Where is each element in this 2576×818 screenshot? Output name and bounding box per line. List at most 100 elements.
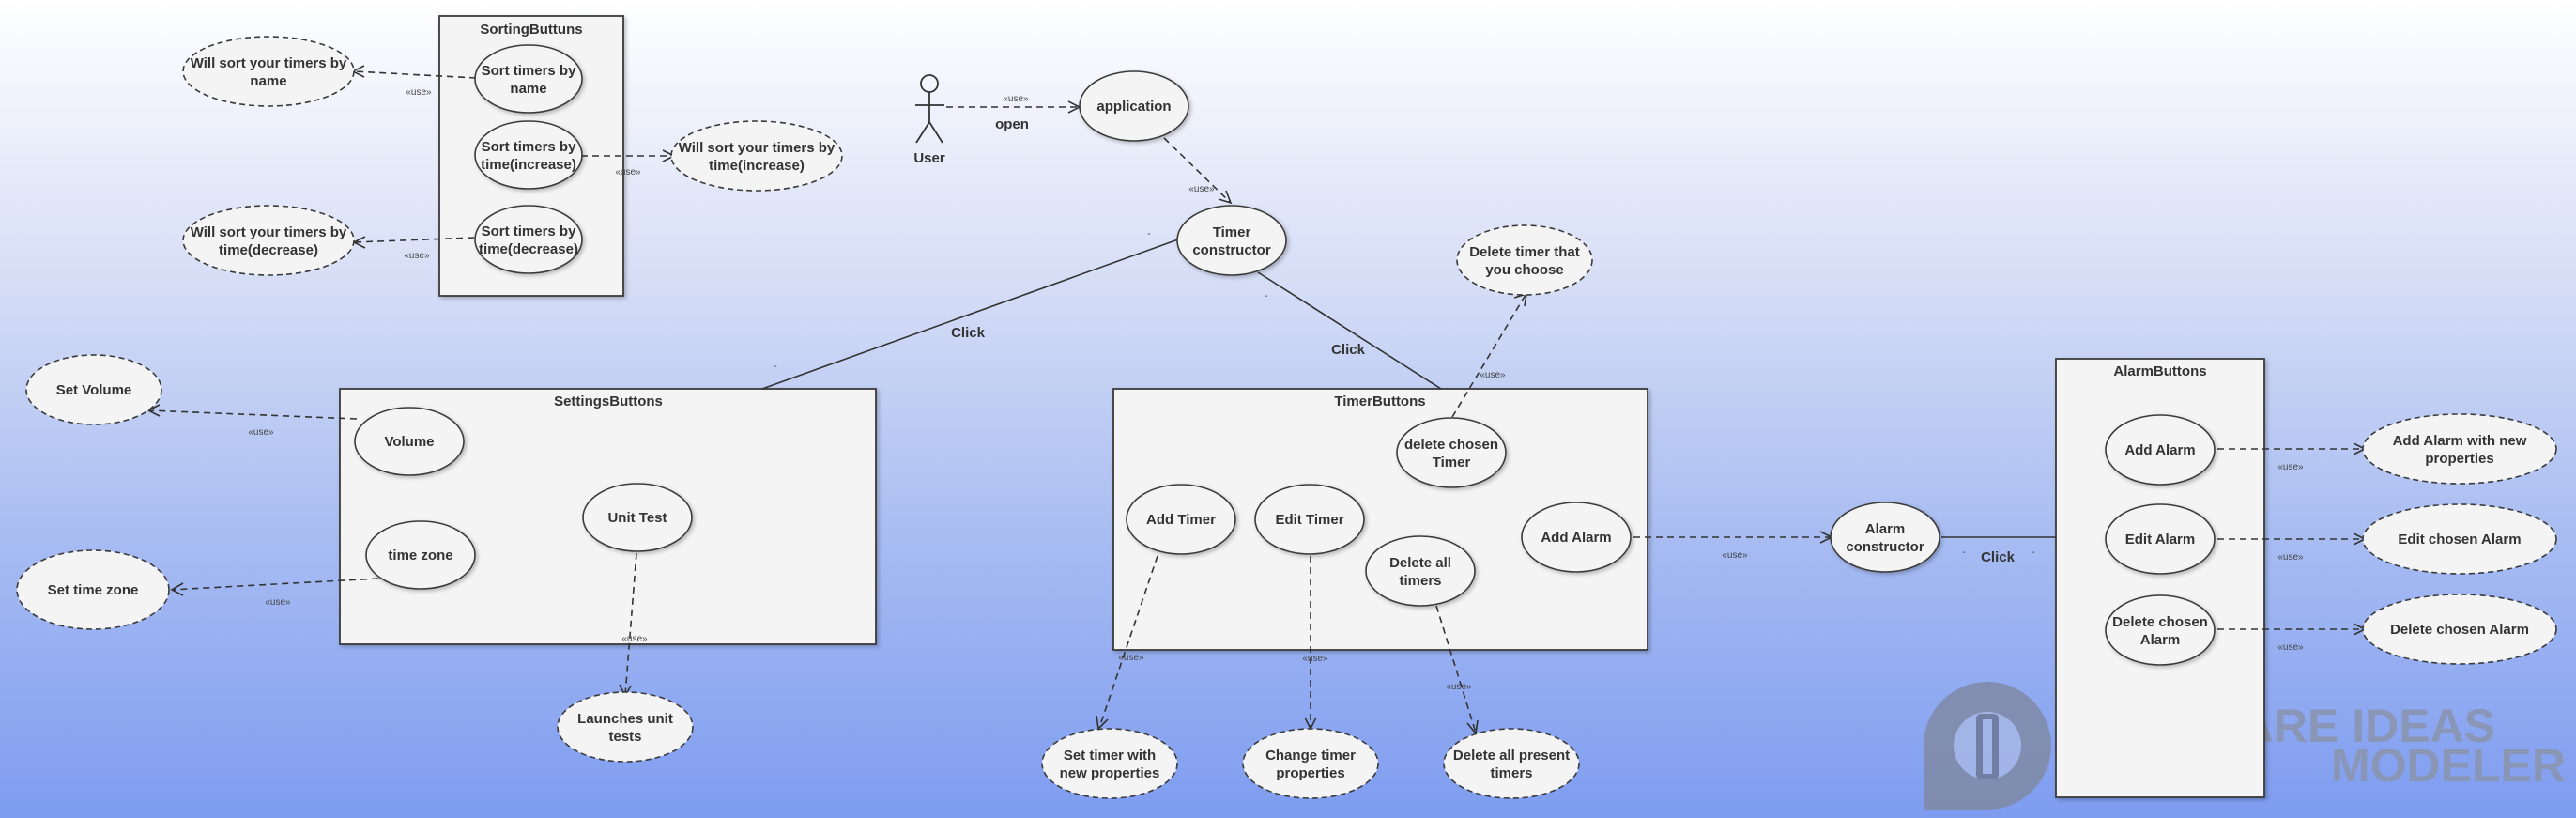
watermark-logo-icon bbox=[1924, 682, 2051, 810]
usecase-delete-all-timers[interactable]: Delete all timers bbox=[1365, 535, 1476, 607]
usecase-label: constructor bbox=[1192, 242, 1271, 258]
connector-timer-timerbuttons bbox=[1257, 271, 1442, 390]
stereotype-label: «use» bbox=[1118, 653, 1144, 663]
actor-head bbox=[920, 74, 939, 93]
usecase-label: Sort timers by bbox=[482, 63, 577, 79]
stereotype-label: «use» bbox=[621, 634, 648, 644]
actor-user[interactable]: User bbox=[913, 74, 945, 166]
usecase-label: Add Alarm bbox=[2124, 442, 2195, 458]
stereotype-label: «use» bbox=[406, 87, 432, 98]
usecase-label: timers bbox=[1399, 573, 1441, 589]
connector-timer-settings bbox=[761, 239, 1179, 390]
usecase-will-sort-name[interactable]: Will sort your timers by name bbox=[182, 36, 355, 107]
usecase-label: Delete timer that bbox=[1469, 244, 1580, 260]
usecase-add-timer[interactable]: Add Timer bbox=[1126, 484, 1236, 555]
usecase-edit-timer[interactable]: Edit Timer bbox=[1254, 484, 1365, 555]
stereotype-label: «use» bbox=[615, 167, 641, 177]
usecase-unit-test[interactable]: Unit Test bbox=[582, 483, 693, 552]
usecase-label: timers bbox=[1490, 765, 1532, 781]
usecase-delete-timer-you-choose[interactable]: Delete timer that you choose bbox=[1456, 224, 1593, 296]
usecase-alarm-constructor[interactable]: Alarm constructor bbox=[1830, 502, 1940, 573]
relation-click-label: Click bbox=[951, 325, 986, 341]
connector-sort-name bbox=[353, 70, 477, 79]
usecase-delete-chosen-alarm-result[interactable]: Delete chosen Alarm bbox=[2362, 594, 2557, 665]
usecase-edit-alarm[interactable]: Edit Alarm bbox=[2105, 503, 2216, 575]
usecase-label: Delete chosen bbox=[2112, 614, 2208, 630]
usecase-label: Timer bbox=[1213, 224, 1251, 240]
usecase-label: properties bbox=[1276, 765, 1344, 781]
usecase-add-alarm[interactable]: Add Alarm bbox=[2105, 414, 2216, 486]
usecase-label: Will sort your timers by bbox=[679, 140, 836, 156]
stereotype-label: «use» bbox=[1446, 682, 1472, 692]
usecase-set-timer-new-properties[interactable]: Set timer with new properties bbox=[1041, 728, 1178, 799]
relation-click-label: Click bbox=[1331, 342, 1366, 358]
usecase-sort-by-increase[interactable]: Sort timers by time(increase) bbox=[474, 120, 583, 190]
usecase-label: constructor bbox=[1846, 539, 1924, 555]
usecase-label: properties bbox=[2425, 451, 2493, 467]
usecase-set-volume[interactable]: Set Volume bbox=[25, 354, 162, 425]
box-title: TimerButtons bbox=[1334, 394, 1425, 409]
usecase-delete-all-present-timers[interactable]: Delete all present timers bbox=[1443, 728, 1580, 799]
usecase-label: Change timer bbox=[1265, 748, 1356, 764]
usecase-label: tests bbox=[608, 729, 641, 745]
usecase-sort-by-decrease[interactable]: Sort timers by time(decrease) bbox=[474, 205, 583, 274]
usecase-add-alarm-new-properties[interactable]: Add Alarm with new properties bbox=[2362, 413, 2557, 485]
usecase-label: Launches unit bbox=[577, 711, 673, 727]
connector-timezone bbox=[171, 578, 379, 591]
stereotype-label: «use» bbox=[1003, 94, 1029, 104]
usecase-label: Sort timers by bbox=[482, 139, 577, 155]
stereotype-label: «use» bbox=[1188, 184, 1215, 194]
usecase-set-time-zone[interactable]: Set time zone bbox=[16, 549, 170, 630]
stereotype-label: «use» bbox=[404, 251, 430, 261]
usecase-timer-constructor[interactable]: Timer constructor bbox=[1176, 205, 1287, 276]
usecase-label: Add Timer bbox=[1146, 512, 1216, 528]
usecase-label: time(increase) bbox=[481, 157, 576, 173]
dash-mark: - bbox=[2032, 548, 2034, 558]
usecase-label: Alarm bbox=[1865, 521, 1906, 537]
usecase-label: Add Alarm bbox=[1541, 530, 1611, 546]
stereotype-label: «use» bbox=[1480, 370, 1506, 380]
dash-mark: - bbox=[1147, 229, 1150, 239]
relation-open-label: open bbox=[995, 116, 1029, 132]
usecase-will-sort-decrease[interactable]: Will sort your timers by time(decrease) bbox=[182, 205, 355, 276]
usecase-edit-chosen-alarm[interactable]: Edit chosen Alarm bbox=[2362, 503, 2557, 575]
box-title: SortingButtuns bbox=[480, 22, 582, 38]
stereotype-label: «use» bbox=[1302, 654, 1328, 664]
usecase-sort-by-name[interactable]: Sort timers by name bbox=[474, 44, 583, 114]
usecase-change-timer-properties[interactable]: Change timer properties bbox=[1242, 728, 1379, 799]
usecase-label: Set Volume bbox=[56, 382, 132, 398]
watermark: SOFTWARE IDEAS MODELER bbox=[1924, 682, 2566, 810]
usecase-label: Set timer with bbox=[1064, 748, 1156, 764]
usecase-label: application bbox=[1096, 99, 1171, 115]
usecase-label: Add Alarm with new bbox=[2393, 433, 2527, 449]
dash-mark: - bbox=[1265, 291, 1267, 301]
usecase-label: Will sort your timers by bbox=[191, 224, 347, 240]
usecase-label: Delete all present bbox=[1453, 748, 1570, 764]
usecase-label: Timer bbox=[1433, 455, 1471, 471]
usecase-add-alarm-timerbox[interactable]: Add Alarm bbox=[1521, 502, 1632, 573]
usecase-will-sort-increase[interactable]: Will sort your timers by time(increase) bbox=[670, 120, 843, 192]
usecase-label: Will sort your timers by bbox=[191, 55, 347, 71]
connector-add-timer bbox=[1098, 555, 1158, 729]
connector-unittest bbox=[624, 552, 637, 696]
usecase-label: new properties bbox=[1060, 765, 1160, 781]
usecase-delete-chosen-alarm[interactable]: Delete chosen Alarm bbox=[2105, 594, 2216, 666]
usecase-label: Edit Alarm bbox=[2125, 532, 2195, 548]
usecase-label: name bbox=[510, 81, 546, 97]
stereotype-label: «use» bbox=[265, 597, 291, 608]
usecase-label: Edit chosen Alarm bbox=[2398, 532, 2521, 548]
relation-click-label: Click bbox=[1981, 549, 2016, 565]
usecase-delete-chosen-timer[interactable]: delete chosen Timer bbox=[1396, 417, 1507, 488]
usecase-label: time(decrease) bbox=[479, 241, 578, 257]
usecase-time-zone[interactable]: time zone bbox=[365, 520, 476, 590]
usecase-label: Delete chosen Alarm bbox=[2390, 622, 2529, 638]
usecase-application[interactable]: application bbox=[1079, 70, 1189, 142]
usecase-volume[interactable]: Volume bbox=[354, 407, 465, 476]
usecase-label: delete chosen bbox=[1404, 437, 1498, 453]
actor-label: User bbox=[913, 150, 945, 166]
connector-delete-chosen-timer bbox=[1451, 294, 1526, 418]
connector-app-timer bbox=[1163, 137, 1231, 203]
usecase-label: Volume bbox=[384, 434, 434, 450]
usecase-launches-unit-tests[interactable]: Launches unit tests bbox=[557, 691, 694, 763]
